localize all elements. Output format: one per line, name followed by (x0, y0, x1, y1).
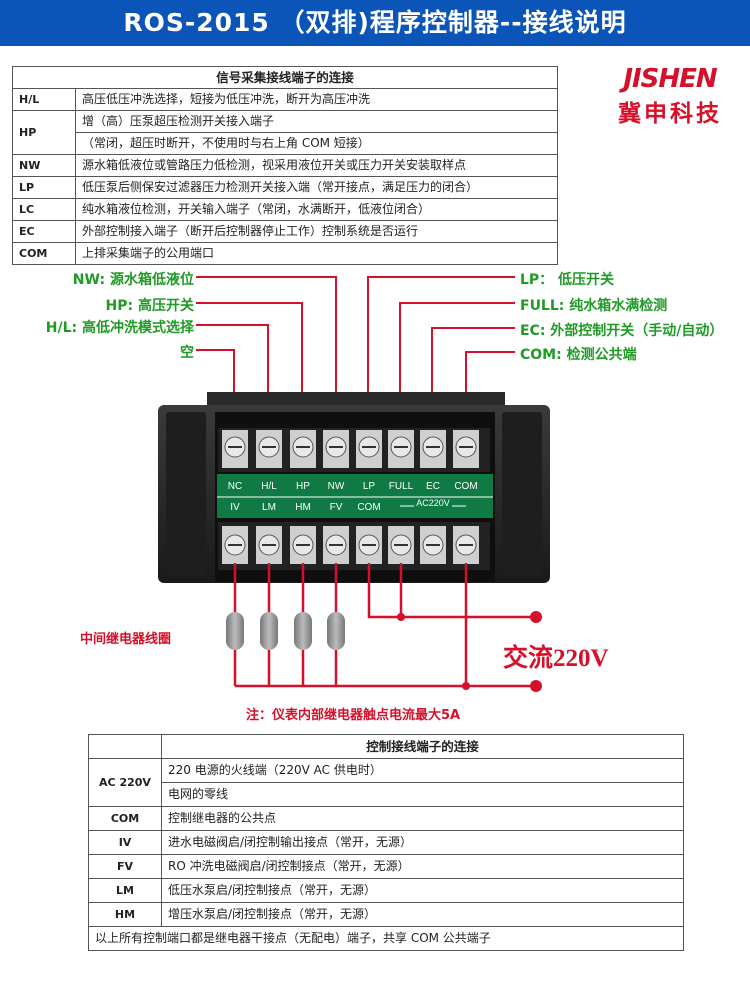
terminal-screw (356, 430, 382, 468)
terminal-screw (290, 526, 316, 564)
label-empty: 空 (180, 345, 194, 361)
relay-coil (226, 612, 244, 650)
terminal-label-top: NC (228, 481, 242, 492)
terminal-label-bottom: COM (357, 502, 380, 513)
terminal-screw (453, 526, 479, 564)
table-row: 电网的零线 (89, 782, 684, 807)
logo-company-name: 冀申科技 (618, 101, 722, 127)
terminal-screw (256, 430, 282, 468)
terminal-label-bottom: IV (230, 502, 240, 513)
terminal-screw (256, 526, 282, 564)
terminal-screw (323, 526, 349, 564)
terminal-screw (222, 430, 248, 468)
relay-coil (260, 612, 278, 650)
page-title: ROS-2015 （双排)程序控制器--接线说明 (0, 0, 750, 46)
table-row: （常闭，超压时断开，不使用时与右上角 COM 短接） (13, 132, 558, 155)
top-terminal-row (218, 428, 490, 472)
relay-coil (294, 612, 312, 650)
terminal-label-top: EC (426, 481, 440, 492)
logo-mark: JISHEN (623, 64, 717, 94)
terminal-label-bottom: FV (330, 502, 343, 513)
control-table-footer: 以上所有控制端口都是继电器干接点（无配电）端子，共享 COM 公共端子 (88, 926, 684, 951)
control-table-header: 控制接线端子的连接 (161, 734, 684, 759)
terminal-screw (420, 430, 446, 468)
terminal-screw (323, 430, 349, 468)
terminal-label-top: NW (328, 481, 345, 492)
relay-coil (327, 612, 345, 650)
ac-220v-label: 交流220V (503, 645, 609, 672)
terminal-label-top: COM (454, 481, 477, 492)
terminal-screw (222, 526, 248, 564)
terminal-screw (420, 526, 446, 564)
terminal-label-bottom: HM (295, 502, 311, 513)
company-logo: JISHEN 冀申科技 (600, 64, 740, 128)
label-ec: EC: 外部控制开关（手动/自动） (520, 323, 724, 339)
label-lp: LP： 低压开关 (520, 272, 615, 288)
relay-coil-label: 中间继电器线圈 (80, 632, 172, 647)
current-note: 注：仪表内部继电器触点电流最大5A (246, 708, 461, 723)
label-hp: HP: 高压开关 (105, 298, 194, 314)
label-hl: H/L: 高低冲洗模式选择 (45, 320, 194, 336)
terminal-screw (388, 526, 414, 564)
bottom-terminal-row (218, 522, 490, 570)
terminal-label-top: LP (363, 481, 376, 492)
terminal-label-top: HP (296, 481, 310, 492)
label-nw: NW: 源水箱低液位 (72, 272, 194, 288)
terminal-screw (356, 526, 382, 564)
wire-junctions (397, 611, 542, 692)
label-com: COM: 检测公共端 (520, 347, 637, 363)
relay-coils (226, 612, 345, 650)
terminal-label-top: H/L (261, 481, 277, 492)
terminal-screw (388, 430, 414, 468)
terminal-label-top: FULL (389, 481, 414, 492)
terminal-labels: NC H/L HP NW LP FULL EC COM IV LM HM FV … (228, 481, 478, 513)
terminal-label-bottom: LM (262, 502, 276, 513)
terminal-label-ac: AC220V (416, 498, 450, 508)
label-full: FULL: 纯水箱水满检测 (520, 298, 668, 314)
terminal-screw (290, 430, 316, 468)
terminal-screw (453, 430, 479, 468)
